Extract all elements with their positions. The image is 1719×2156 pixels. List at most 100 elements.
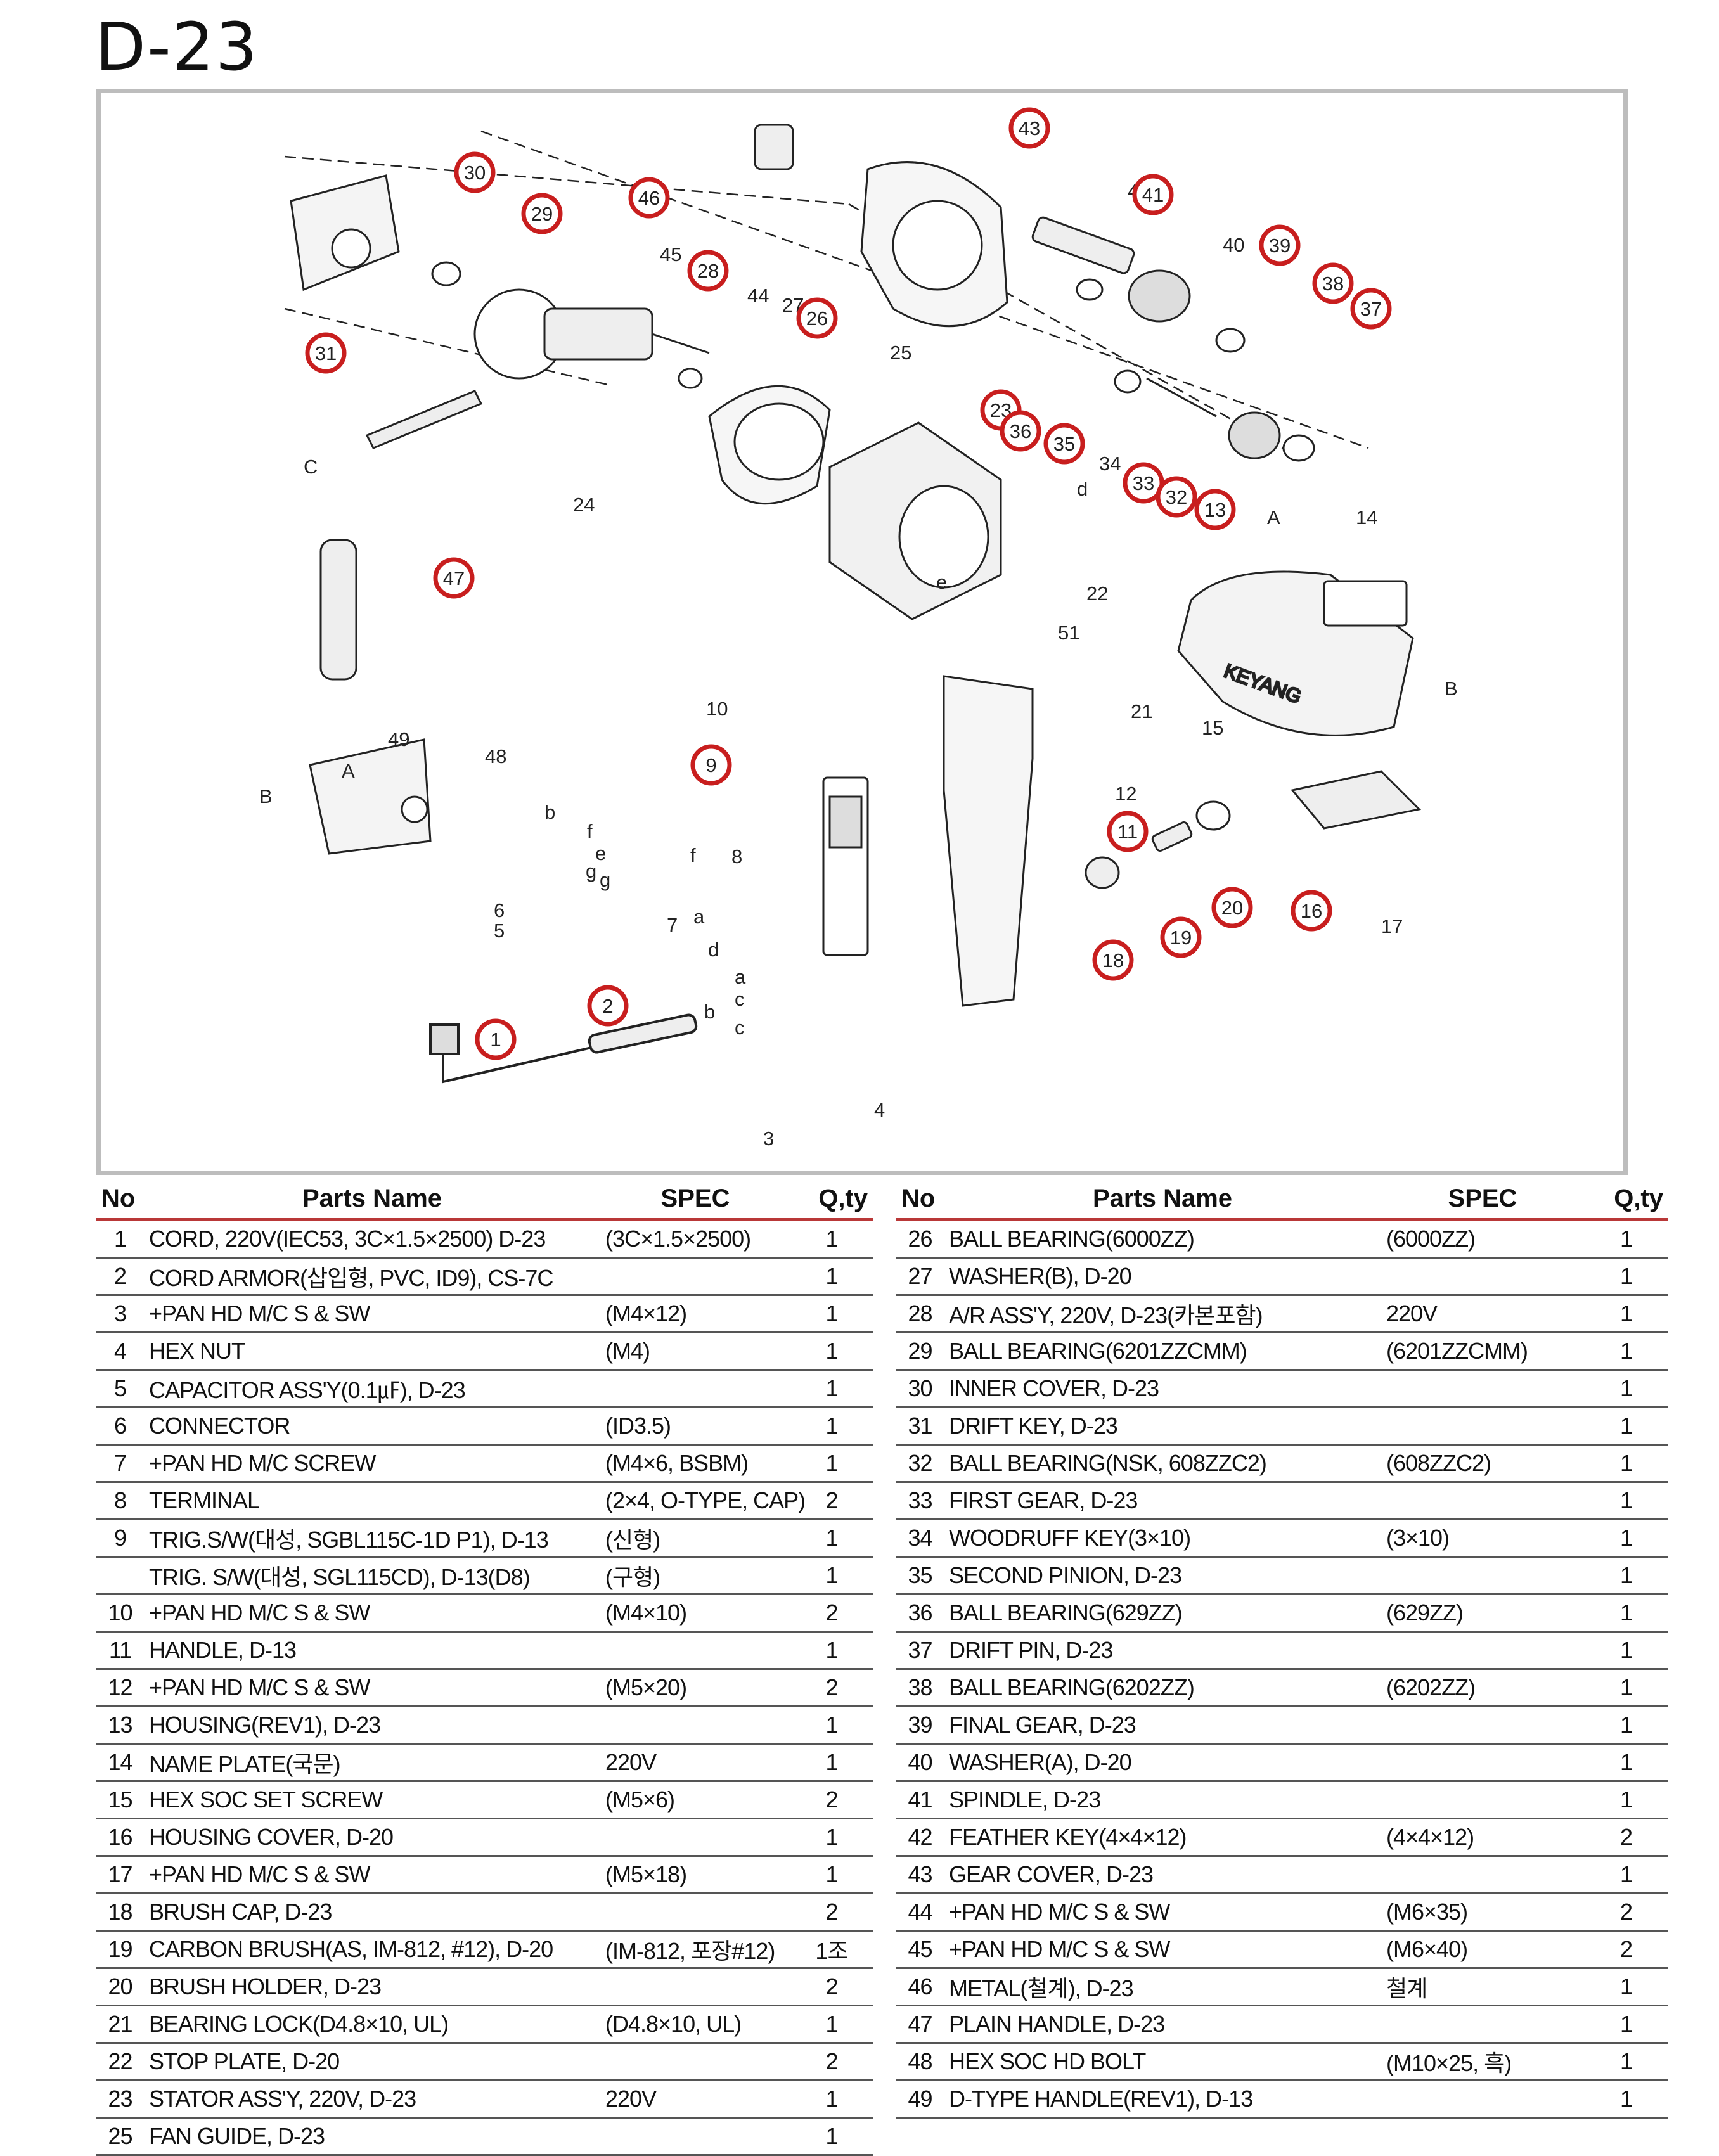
part-label: 40 xyxy=(1223,234,1244,256)
cell-no: 3 xyxy=(96,1295,144,1333)
cell-qty: 2 xyxy=(790,1669,873,1707)
callout-number: 13 xyxy=(1204,499,1226,521)
part-label: d xyxy=(708,939,719,961)
cell-spec xyxy=(600,1818,790,1857)
cell-parts-name: DRIFT PIN, D-23 xyxy=(944,1631,1381,1670)
column-header-spec: SPEC xyxy=(600,1179,790,1221)
callout-number: 26 xyxy=(806,307,828,330)
cell-qty: 2 xyxy=(1584,1818,1668,1857)
part-label: g xyxy=(586,860,596,882)
callout-number: 41 xyxy=(1142,184,1164,206)
callout-ring xyxy=(1291,890,1332,932)
plain-handle-part xyxy=(319,539,357,681)
callout-number: 20 xyxy=(1221,897,1243,919)
cell-parts-name: +PAN HD M/C S & SW xyxy=(144,1669,600,1707)
cell-spec: 철계 xyxy=(1381,1968,1584,2006)
cell-no: 45 xyxy=(896,1930,944,1969)
table-row: 10+PAN HD M/C S & SW(M4×10)2 xyxy=(96,1594,873,1633)
cell-no: 44 xyxy=(896,1893,944,1932)
cell-no: 35 xyxy=(896,1556,944,1595)
callout-ring xyxy=(1107,811,1149,852)
cell-spec xyxy=(1381,1370,1584,1408)
cell-parts-name: HANDLE, D-13 xyxy=(144,1631,600,1670)
cell-spec: (3×10) xyxy=(1381,1519,1584,1558)
callout-number: 35 xyxy=(1053,433,1075,455)
part-label: c xyxy=(735,988,745,1010)
cell-qty: 2 xyxy=(790,1594,873,1633)
cell-no: 31 xyxy=(896,1407,944,1446)
spindle-gear-parts xyxy=(1031,216,1281,459)
callout-number: 37 xyxy=(1360,298,1382,320)
callout-ring xyxy=(305,332,347,374)
cell-qty: 1 xyxy=(1584,1295,1668,1333)
part-label: 17 xyxy=(1381,915,1403,937)
cell-qty: 1 xyxy=(1584,1856,1668,1894)
cell-no: 10 xyxy=(96,1594,144,1633)
column-header-spec: SPEC xyxy=(1381,1179,1584,1221)
callout-ring xyxy=(1000,410,1041,452)
cell-no: 29 xyxy=(896,1332,944,1371)
callout-38: 38 xyxy=(1312,262,1354,304)
part-label: 10 xyxy=(706,698,728,720)
callout-13: 13 xyxy=(1194,489,1236,530)
cell-qty: 1조 xyxy=(790,1930,873,1969)
cell-parts-name: HEX SOC SET SCREW xyxy=(144,1781,600,1819)
cell-qty: 1 xyxy=(1584,1332,1668,1371)
part-label: A xyxy=(1267,506,1280,529)
cell-parts-name: TRIG. S/W(대성, SGL115CD), D-13(D8) xyxy=(144,1556,600,1595)
cell-spec: (M5×18) xyxy=(600,1856,790,1894)
callout-number: 46 xyxy=(638,187,660,209)
cell-no: 14 xyxy=(96,1743,144,1782)
cell-qty: 1 xyxy=(790,2080,873,2119)
cell-spec: (6000ZZ) xyxy=(1381,1219,1584,1259)
cell-spec xyxy=(600,1968,790,2006)
cell-parts-name: BEARING LOCK(D4.8×10, UL) xyxy=(144,2005,600,2044)
cell-no: 28 xyxy=(896,1295,944,1333)
callout-ring xyxy=(690,744,732,786)
callout-19: 19 xyxy=(1160,916,1202,958)
callout-26: 26 xyxy=(796,297,838,339)
cell-parts-name: FIRST GEAR, D-23 xyxy=(944,1482,1381,1520)
cell-qty: 1 xyxy=(1584,1556,1668,1595)
table-row: 3+PAN HD M/C S & SW(M4×12)1 xyxy=(96,1295,873,1333)
part-label: e xyxy=(936,571,947,593)
cell-no: 39 xyxy=(896,1706,944,1745)
callout-46: 46 xyxy=(628,177,670,219)
cell-qty: 1 xyxy=(790,1407,873,1446)
callout-ring xyxy=(1259,224,1301,266)
inner-cover-part xyxy=(290,174,400,292)
cell-no: 25 xyxy=(96,2117,144,2156)
table-row: 17+PAN HD M/C S & SW(M5×18)1 xyxy=(96,1856,873,1894)
cell-spec: 220V xyxy=(1381,1295,1584,1333)
cell-spec: (구형) xyxy=(600,1556,790,1595)
callout-ring xyxy=(796,297,838,339)
cell-parts-name: WASHER(B), D-20 xyxy=(944,1257,1381,1296)
part-label: b xyxy=(544,801,555,823)
cell-qty: 1 xyxy=(1584,1407,1668,1446)
cell-qty: 1 xyxy=(790,1444,873,1483)
callout-ring xyxy=(1092,939,1134,981)
cell-parts-name: HEX NUT xyxy=(144,1332,600,1371)
cell-qty: 1 xyxy=(1584,1594,1668,1633)
callout-number: 36 xyxy=(1010,420,1031,442)
cell-parts-name: +PAN HD M/C S & SW xyxy=(944,1893,1381,1932)
callout-number: 43 xyxy=(1019,117,1040,139)
part-label: f xyxy=(587,820,593,842)
cell-qty: 1 xyxy=(1584,1706,1668,1745)
bearing-parts xyxy=(431,261,1315,462)
cell-spec: 220V xyxy=(600,1743,790,1782)
cell-parts-name: STOP PLATE, D-20 xyxy=(144,2043,600,2081)
cell-spec: (M10×25, 흑) xyxy=(1381,2043,1584,2081)
callout-30: 30 xyxy=(454,151,496,193)
part-label: 4 xyxy=(874,1099,885,1121)
callout-number: 19 xyxy=(1170,927,1192,949)
cell-no: 19 xyxy=(96,1930,144,1969)
cell-no: 36 xyxy=(896,1594,944,1633)
part-label: B xyxy=(1445,677,1458,700)
